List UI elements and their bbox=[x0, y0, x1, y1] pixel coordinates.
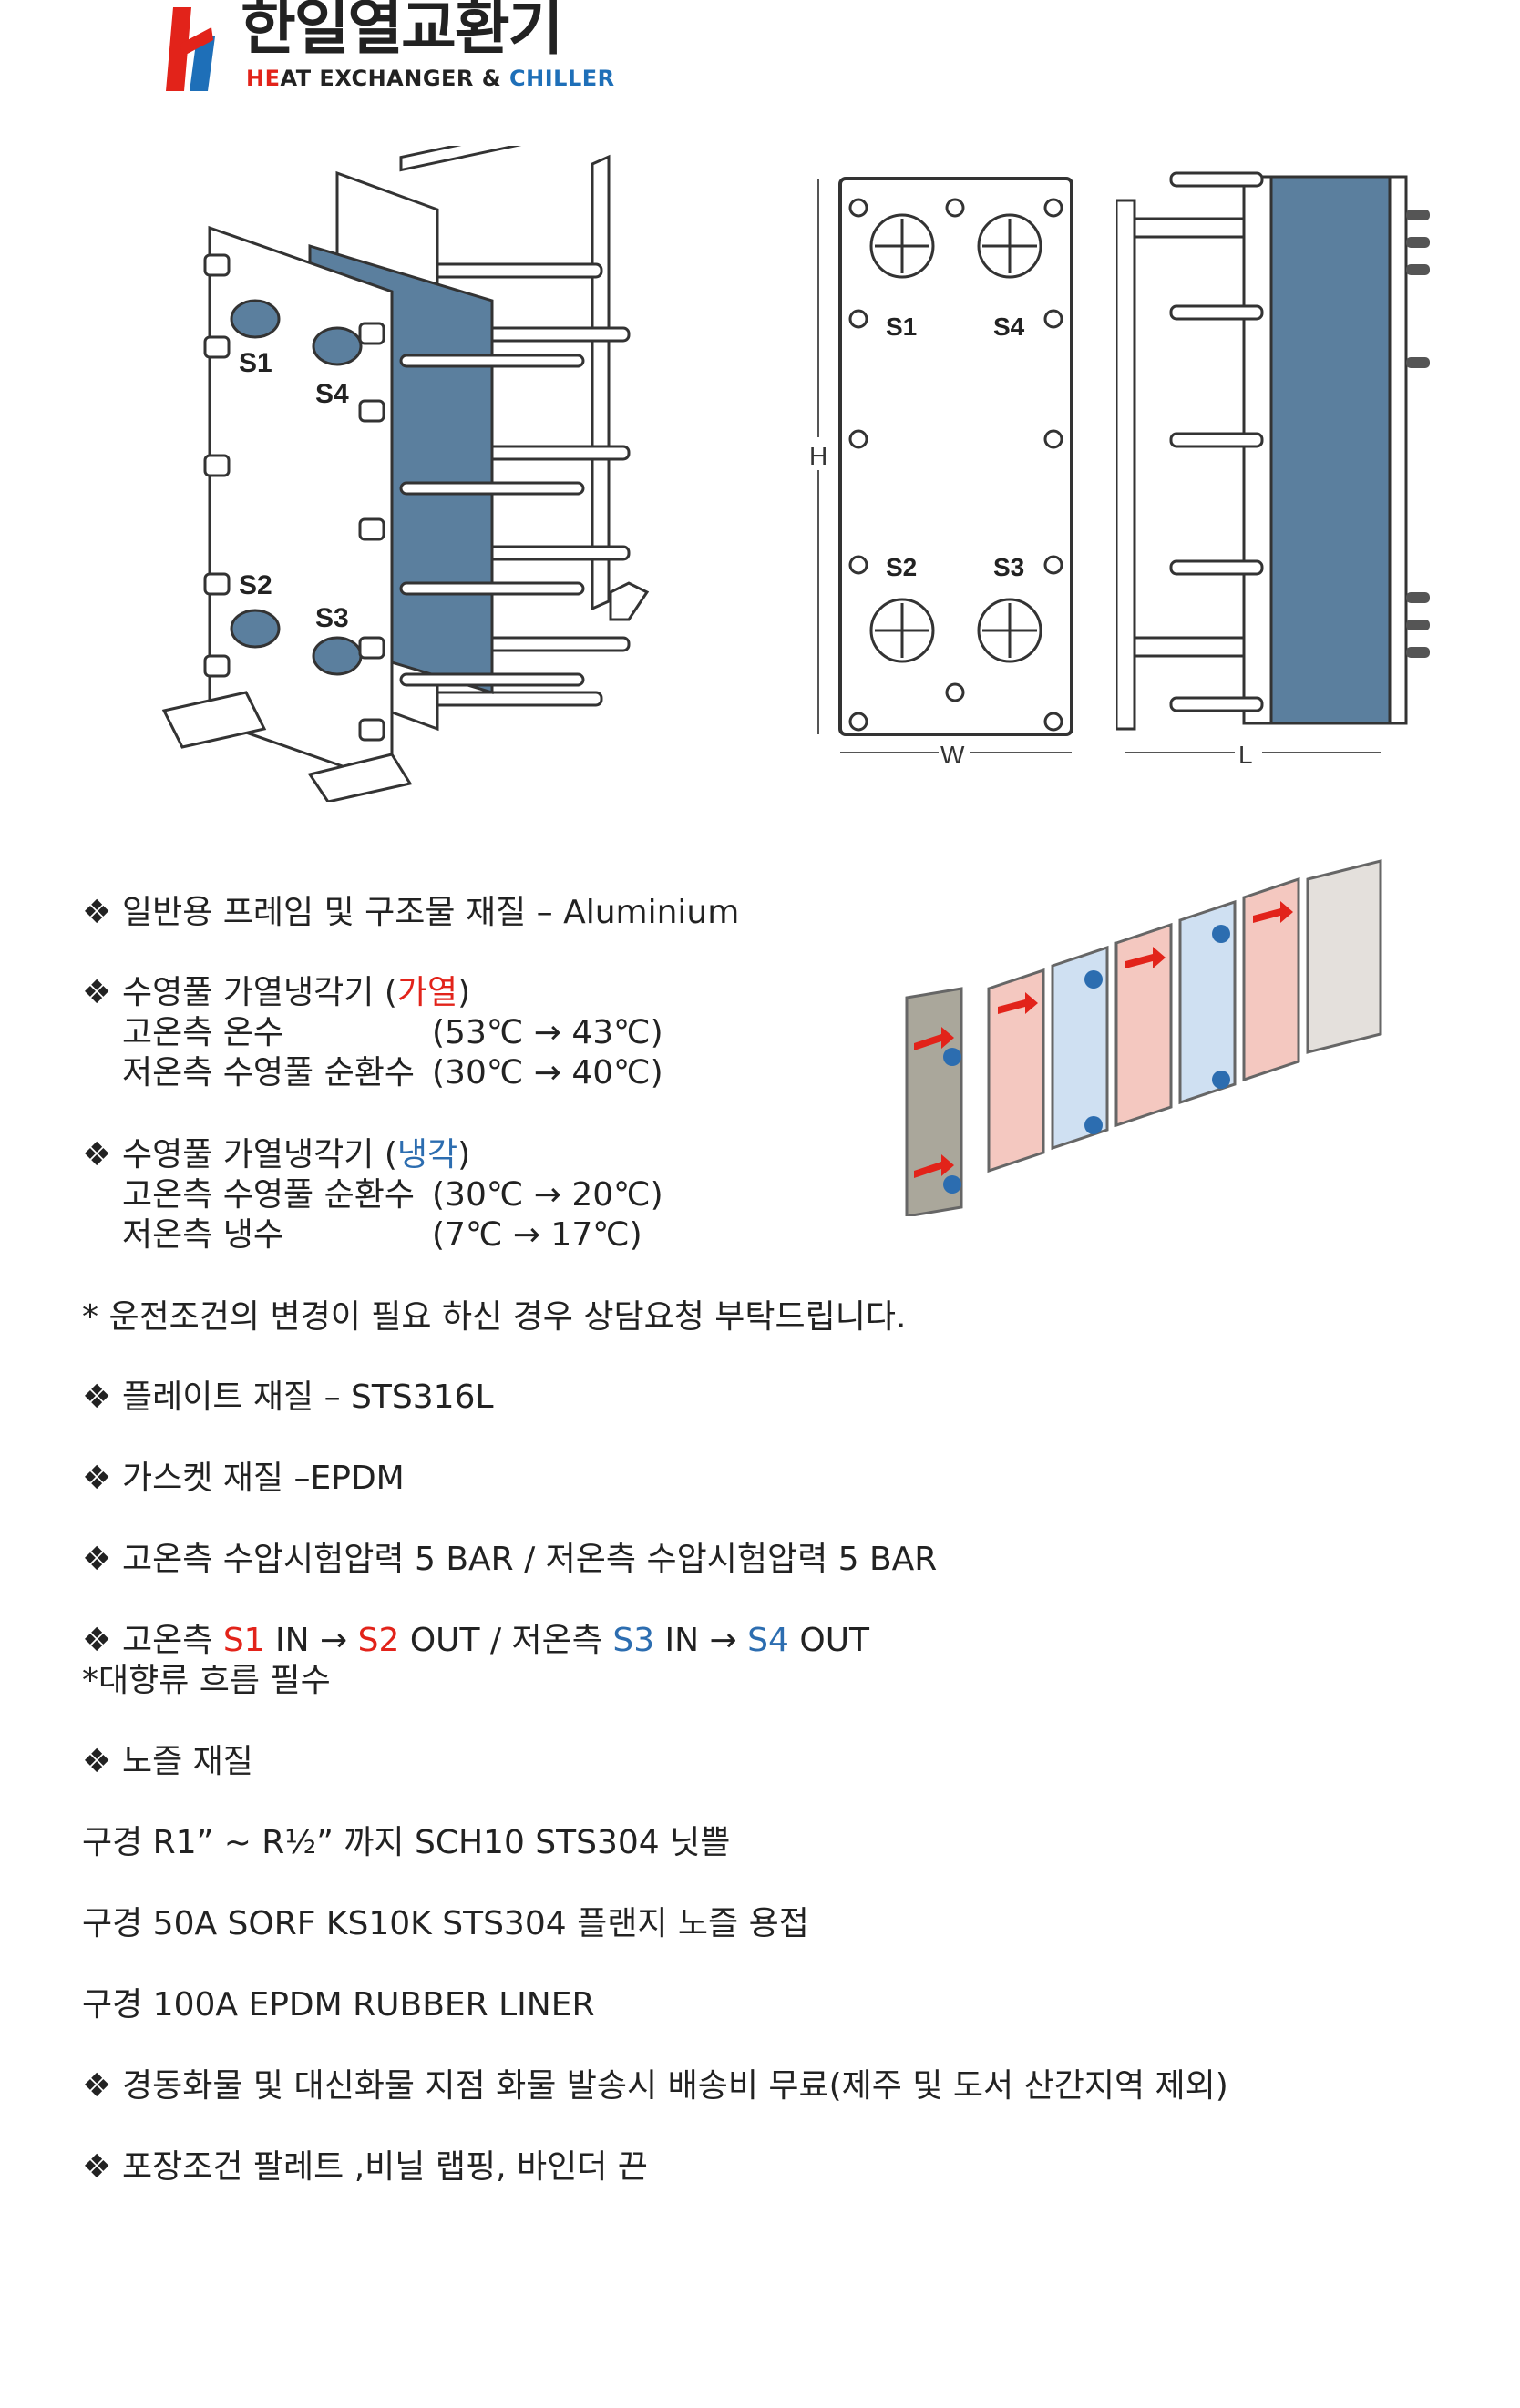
spec-cooling-row-hot: 고온측 수영풀 순환수(30℃ → 20℃) bbox=[122, 1176, 663, 1214]
svg-text:S1: S1 bbox=[886, 313, 917, 341]
spec-flow: ❖고온측 S1 IN → S2 OUT / 저온측 S3 IN → S4 OUT bbox=[82, 1622, 870, 1659]
spec-packing: ❖포장조건 팔레트 ,비닐 랩핑, 바인더 끈 bbox=[82, 2148, 648, 2186]
spec-heating-row-hot: 고온측 온수(53℃ → 43℃) bbox=[122, 1014, 663, 1051]
brand-logo: 한일열교환기 HEAT EXCHANGER & CHILLER bbox=[164, 0, 614, 100]
spec-nozzle-3: 구경 100A EPDM RUBBER LINER bbox=[82, 1986, 595, 2024]
svg-text:S4: S4 bbox=[315, 379, 349, 409]
svg-text:S2: S2 bbox=[886, 553, 917, 581]
spec-gasket: ❖가스켓 재질 –EPDM bbox=[82, 1460, 405, 1497]
svg-text:W: W bbox=[940, 741, 965, 769]
svg-text:S4: S4 bbox=[993, 313, 1025, 341]
spec-frame: ❖일반용 프레임 및 구조물 재질 – Aluminium bbox=[82, 894, 740, 931]
spec-shipping: ❖경동화물 및 대신화물 지점 화물 발송시 배송비 무료(제주 및 도서 산간… bbox=[82, 2067, 1228, 2105]
spec-nozzle-1: 구경 R1” ~ R½” 까지 SCH10 STS304 닛쁠 bbox=[82, 1824, 731, 1861]
svg-text:L: L bbox=[1238, 741, 1253, 769]
spec-cooling-title: ❖수영풀 가열냉각기 (냉각) bbox=[82, 1136, 471, 1173]
spec-nozzle-2: 구경 50A SORF KS10K STS304 플랜지 노즐 용접 bbox=[82, 1905, 809, 1942]
brand-name-en: HEAT EXCHANGER & CHILLER bbox=[246, 66, 615, 91]
spec-cooling-row-cold: 저온측 냉수(7℃ → 17℃) bbox=[122, 1216, 642, 1254]
svg-text:H: H bbox=[809, 442, 827, 470]
heat-exchanger-side-view: L bbox=[1116, 171, 1430, 771]
spec-pressure: ❖고온측 수압시험압력 5 BAR / 저온측 수압시험압력 5 BAR bbox=[82, 1541, 938, 1578]
brand-mark-icon bbox=[166, 7, 215, 91]
spec-heating-row-cold: 저온측 수영풀 순환수(30℃ → 40℃) bbox=[122, 1054, 663, 1091]
spec-counterflow: *대향류 흐름 필수 bbox=[82, 1662, 331, 1699]
heat-exchanger-isometric-figure: S1 S4 S2 S3 bbox=[161, 146, 650, 802]
svg-text:S3: S3 bbox=[993, 553, 1024, 581]
svg-text:S1: S1 bbox=[239, 348, 272, 378]
heat-exchanger-front-view: S1 S4 S2 S3 H W bbox=[806, 177, 1073, 771]
spec-plate: ❖플레이트 재질 – STS316L bbox=[82, 1378, 494, 1416]
spec-note: * 운전조건의 변경이 필요 하신 경우 상담요청 부탁드립니다. bbox=[82, 1298, 907, 1336]
brand-name-ko: 한일열교환기 bbox=[241, 0, 563, 63]
svg-text:S2: S2 bbox=[239, 570, 272, 600]
spec-heating-title: ❖수영풀 가열냉각기 (가열) bbox=[82, 974, 471, 1011]
spec-nozzle-title: ❖노즐 재질 bbox=[82, 1743, 253, 1780]
svg-text:S3: S3 bbox=[315, 603, 349, 633]
plate-flow-diagram bbox=[905, 859, 1382, 1216]
